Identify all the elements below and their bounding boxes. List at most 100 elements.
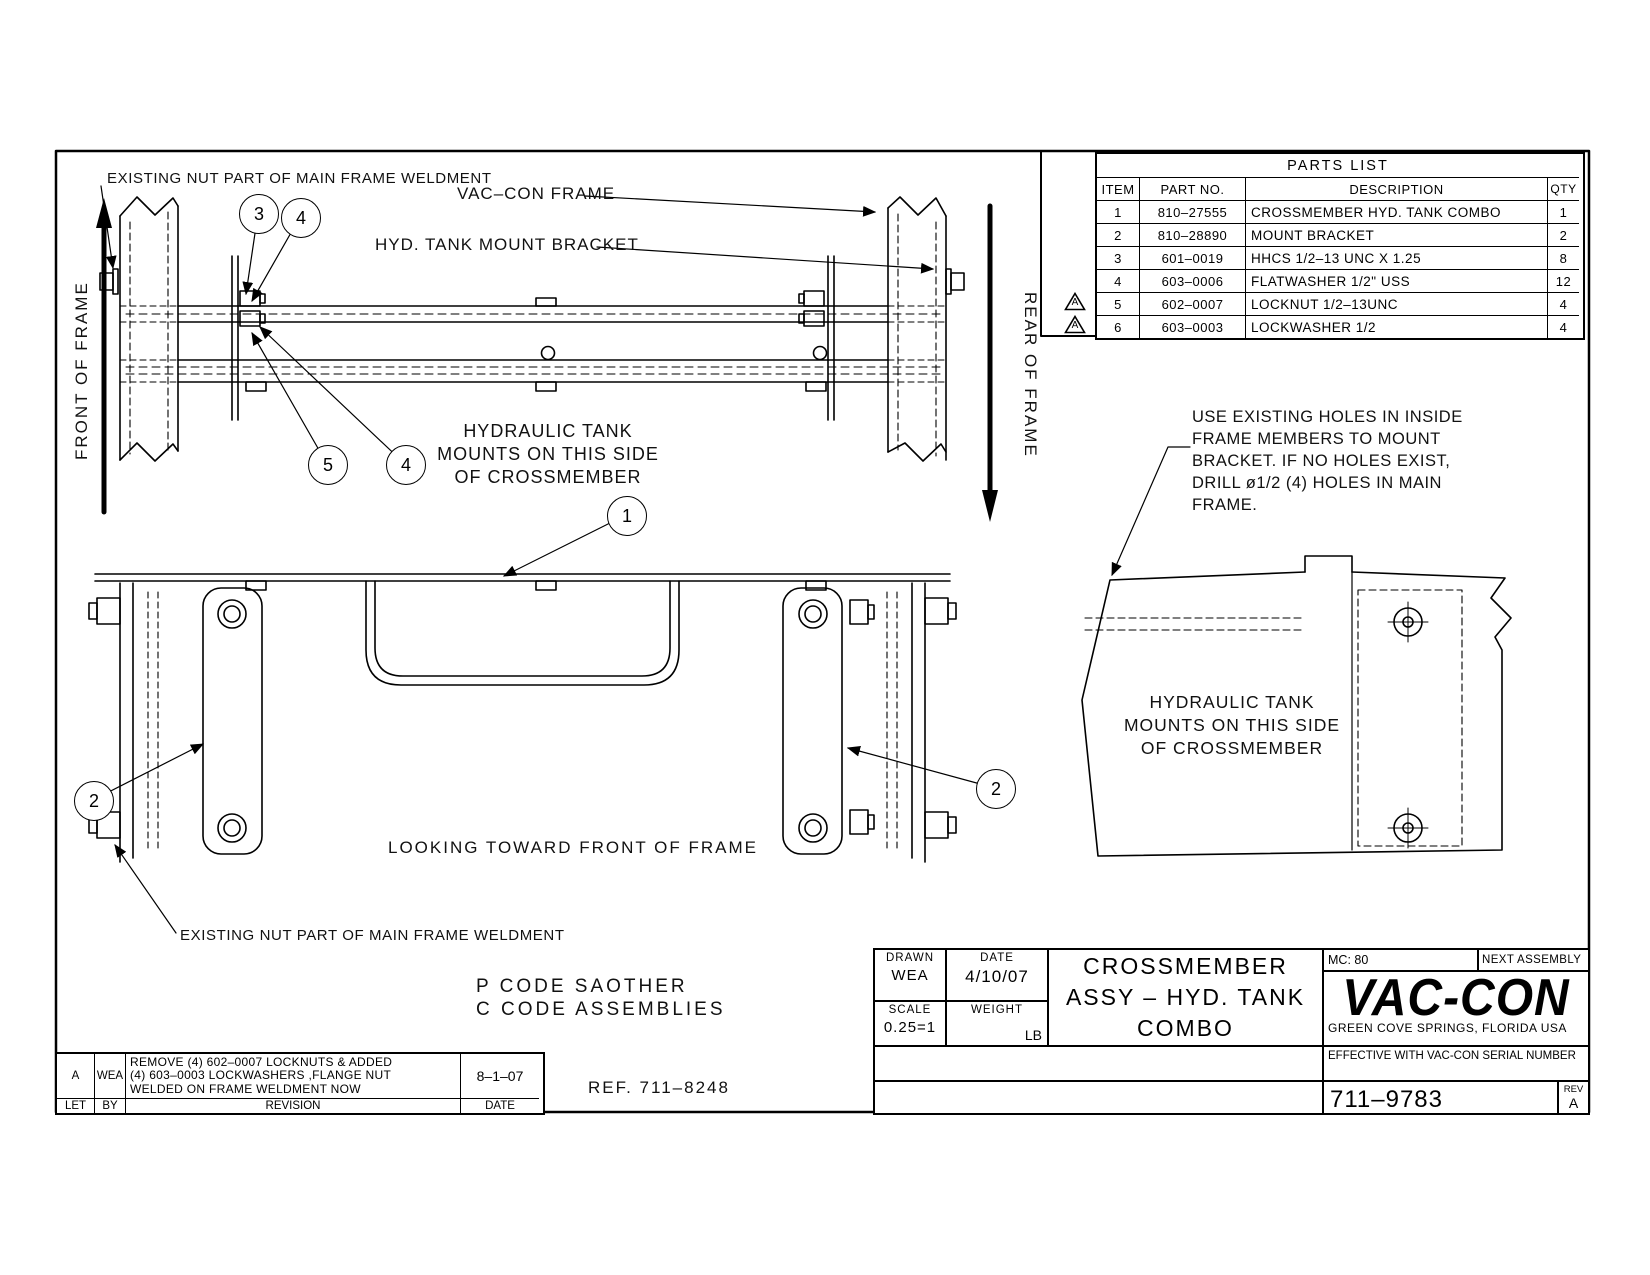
parts-cell-partno: 602–0007 — [1139, 292, 1245, 315]
label-existing-nut-bottom: EXISTING NUT PART OF MAIN FRAME WELDMENT — [180, 927, 565, 944]
parts-cell-item: 4 — [1097, 269, 1139, 292]
note-hyd-tank-side: HYDRAULIC TANK MOUNTS ON THIS SIDE OF CR… — [1102, 691, 1362, 760]
titleblock-next-assembly-cell: NEXT ASSEMBLY — [1477, 948, 1590, 972]
note-line: HYDRAULIC TANK — [1149, 692, 1315, 712]
parts-list-table: PARTS LIST ITEM PART NO. DESCRIPTION QTY… — [1095, 152, 1585, 340]
titleblock-weight-cell: WEIGHT LB — [945, 1000, 1049, 1047]
titleblock-rev-cell: REV A — [1557, 1080, 1590, 1115]
label-front-of-frame: FRONT OF FRAME — [72, 281, 91, 460]
balloon-item-3: 3 — [239, 194, 279, 234]
rev-label: REV — [1563, 1084, 1584, 1095]
logo-subtitle: GREEN COVE SPRINGS, FLORIDA USA — [1328, 1021, 1567, 1035]
titleblock-empty-cell — [873, 1080, 1324, 1115]
parts-cell-partno: 810–27555 — [1139, 200, 1245, 223]
revision-flag-letter: A — [1071, 297, 1079, 308]
note-line: DRILL ø1/2 (4) HOLES IN MAIN — [1192, 474, 1442, 492]
drawing-title-line: ASSY – HYD. TANK — [1065, 984, 1306, 1010]
revision-cell-by: WEA — [94, 1054, 125, 1098]
note-line: MOUNTS ON THIS SIDE — [437, 444, 659, 464]
label-c-code: C CODE ASSEMBLIES — [476, 999, 726, 1020]
note-line: FRAME MEMBERS TO MOUNT — [1192, 430, 1441, 448]
revision-flag-icon: A — [1064, 315, 1086, 334]
mc-value: MC: 80 — [1328, 953, 1369, 967]
parts-list-header-description: DESCRIPTION — [1245, 177, 1547, 200]
weight-value: LB — [1024, 1027, 1042, 1043]
parts-cell-qty: 12 — [1547, 269, 1579, 292]
revision-line: WELDED ON FRAME WELDMENT NOW — [130, 1081, 361, 1096]
balloon-item-5: 5 — [308, 445, 348, 485]
parts-cell-description: LOCKNUT 1/2–13UNC — [1245, 292, 1547, 315]
rear-direction-arrow-icon — [982, 203, 998, 522]
drawing-number: 711–9783 — [1330, 1086, 1443, 1113]
date-label: DATE — [980, 952, 1014, 964]
parts-cell-item: 5 — [1097, 292, 1139, 315]
titleblock-drawn-cell: DRAWN WEA — [873, 948, 947, 1002]
parts-cell-item: 6 — [1097, 315, 1139, 338]
titleblock-empty-cell — [873, 1045, 1324, 1082]
parts-cell-partno: 603–0006 — [1139, 269, 1245, 292]
parts-list-header-qty: QTY — [1547, 177, 1579, 200]
parts-cell-qty: 2 — [1547, 223, 1579, 246]
balloon-item-2-right: 2 — [976, 769, 1016, 809]
note-line: OF CROSSMEMBER — [454, 467, 642, 487]
revision-line: (4) 603–0003 LOCKWASHERS ,FLANGE NUT — [130, 1068, 392, 1083]
label-vac-con-frame: VAC–CON FRAME — [457, 184, 616, 203]
balloon-item-4b: 4 — [386, 445, 426, 485]
revision-cell-date: 8–1–07 — [460, 1054, 539, 1098]
drawing-title-line: COMBO — [1137, 1015, 1234, 1041]
note-line: BRACKET. IF NO HOLES EXIST, — [1192, 452, 1451, 470]
revision-header-let: LET — [57, 1098, 94, 1113]
label-p-code: P CODE SAOTHER — [476, 976, 688, 997]
note-line: USE EXISTING HOLES IN INSIDE — [1192, 408, 1463, 426]
parts-cell-partno: 603–0003 — [1139, 315, 1245, 338]
parts-cell-item: 1 — [1097, 200, 1139, 223]
parts-cell-qty: 1 — [1547, 200, 1579, 223]
revision-flag-letter: A — [1071, 320, 1079, 331]
weight-label: WEIGHT — [971, 1004, 1023, 1016]
parts-list-title: PARTS LIST — [1287, 157, 1389, 174]
front-view-linework — [88, 573, 957, 863]
rev-value: A — [1568, 1095, 1579, 1111]
revision-header-date: DATE — [460, 1098, 539, 1113]
parts-cell-qty: 4 — [1547, 292, 1579, 315]
parts-cell-item: 2 — [1097, 223, 1139, 246]
parts-cell-description: CROSSMEMBER HYD. TANK COMBO — [1245, 200, 1547, 223]
balloon-item-1: 1 — [607, 496, 647, 536]
revision-cell-text: REMOVE (4) 602–0007 LOCKNUTS & ADDED (4)… — [125, 1054, 460, 1098]
revision-line: REMOVE (4) 602–0007 LOCKNUTS & ADDED — [130, 1054, 393, 1069]
titleblock-drawing-number-cell: 711–9783 — [1322, 1080, 1559, 1115]
parts-cell-description: FLATWASHER 1/2" USS — [1245, 269, 1547, 292]
effective-note: EFFECTIVE WITH VAC-CON SERIAL NUMBER — [1328, 1050, 1576, 1062]
titleblock-mc-cell: MC: 80 — [1322, 948, 1479, 972]
parts-cell-description: MOUNT BRACKET — [1245, 223, 1547, 246]
top-view-linework — [99, 196, 965, 462]
front-direction-arrow-icon — [96, 198, 112, 515]
parts-cell-partno: 601–0019 — [1139, 246, 1245, 269]
titleblock-effective-cell: EFFECTIVE WITH VAC-CON SERIAL NUMBER — [1322, 1045, 1590, 1082]
next-assembly-label: NEXT ASSEMBLY — [1482, 954, 1582, 966]
note-line: HYDRAULIC TANK — [463, 421, 633, 441]
titleblock-scale-cell: SCALE 0.25=1 — [873, 1000, 947, 1047]
revision-header-revision: REVISION — [125, 1098, 460, 1113]
label-existing-nut-top: EXISTING NUT PART OF MAIN FRAME WELDMENT — [107, 170, 492, 187]
label-rear-of-frame: REAR OF FRAME — [1021, 292, 1040, 458]
revision-flag-icon: A — [1064, 292, 1086, 311]
note-mounting: USE EXISTING HOLES IN INSIDE FRAME MEMBE… — [1192, 406, 1463, 516]
parts-cell-description: LOCKWASHER 1/2 — [1245, 315, 1547, 338]
titleblock-title-cell: CROSSMEMBER ASSY – HYD. TANK COMBO — [1047, 948, 1324, 1047]
label-ref-number: REF. 711–8248 — [588, 1078, 730, 1097]
revision-header-by: BY — [94, 1098, 125, 1113]
note-line: OF CROSSMEMBER — [1140, 738, 1324, 758]
parts-cell-partno: 810–28890 — [1139, 223, 1245, 246]
parts-list-header-partno: PART NO. — [1139, 177, 1245, 200]
revision-cell-let: A — [71, 1070, 80, 1082]
side-view-linework — [1081, 555, 1512, 857]
drawing-title-line: CROSSMEMBER — [1083, 953, 1288, 979]
titleblock-logo-cell: VAC-CON GREEN COVE SPRINGS, FLORIDA USA — [1322, 970, 1590, 1047]
scale-value: 0.25=1 — [883, 1019, 937, 1036]
drawn-value: WEA — [891, 967, 929, 984]
scale-label: SCALE — [888, 1004, 932, 1016]
revision-table: A WEA REMOVE (4) 602–0007 LOCKNUTS & ADD… — [55, 1052, 545, 1115]
date-value: 4/10/07 — [965, 967, 1029, 986]
